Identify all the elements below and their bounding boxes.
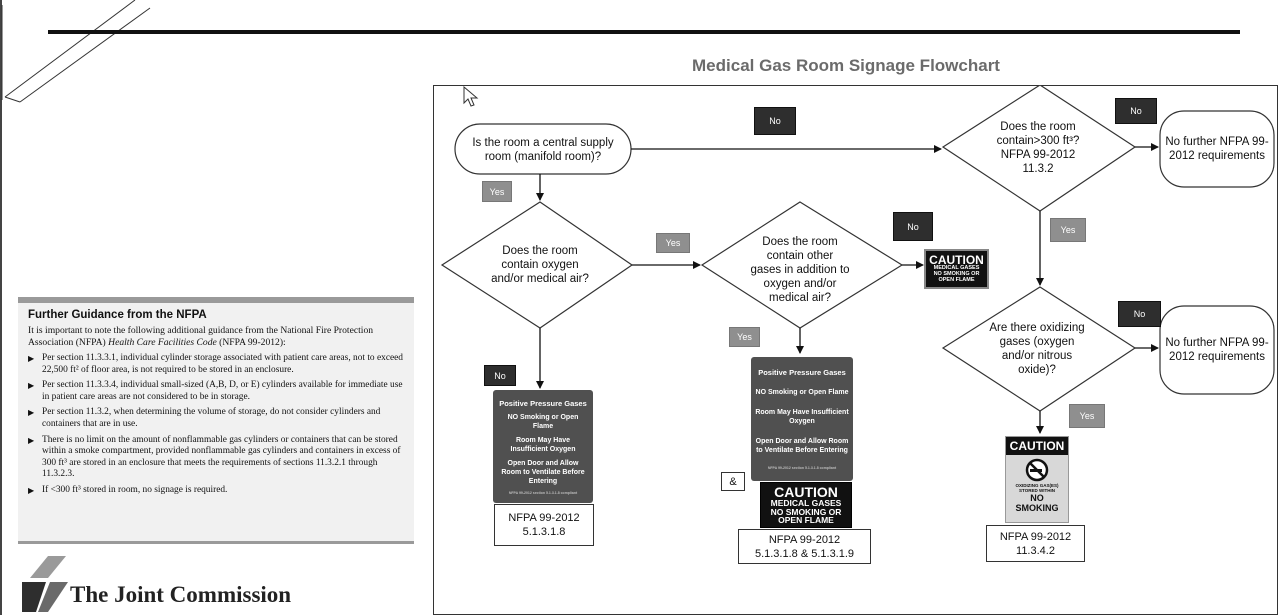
no-tag-oxygen: No xyxy=(484,365,516,386)
no-tag-oxidizing: No xyxy=(1118,301,1161,327)
yes-tag-volume: Yes xyxy=(1050,218,1086,242)
reference-left: NFPA 99-2012 5.1.3.1.8 xyxy=(494,504,594,546)
oxidizing-gas-no-smoking-sign: CAUTION OXIDIZING GAS(ES) STORED WITHIN … xyxy=(1005,436,1069,523)
bullet-arrow-icon: ▶ xyxy=(28,485,35,495)
chart-title: Medical Gas Room Signage Flowchart xyxy=(692,56,1000,75)
oxidizing-question: Are there oxidizing gases (oxygen and/or… xyxy=(989,322,1085,376)
list-item: ▶Per section 11.3.3.4, individual small-… xyxy=(28,380,403,402)
central-supply-question: Is the room a central supply room (manif… xyxy=(472,137,614,163)
yes-tag-oxygen: Yes xyxy=(656,233,690,253)
flowchart-connectors xyxy=(440,85,1275,434)
no-tag-volume: No xyxy=(1115,98,1157,124)
joint-commission-logo: The Joint Commission xyxy=(22,556,342,612)
bullet-arrow-icon: ▶ xyxy=(28,435,35,445)
volume-question: Does the room contain>300 ft³? NFPA 99-2… xyxy=(996,121,1080,175)
top-rule xyxy=(48,30,1240,34)
end-node-top-text: No further NFPA 99-2012 requirements xyxy=(1165,136,1269,162)
positive-pressure-sign-left: Positive Pressure Gases NO Smoking or Op… xyxy=(493,390,593,503)
guidance-heading: Further Guidance from the NFPA xyxy=(28,309,207,321)
list-item: ▶Per section 11.3.3.1, individual cylind… xyxy=(28,353,403,375)
end-node-bottom-text: No further NFPA 99-2012 requirements xyxy=(1165,337,1269,363)
reference-middle: NFPA 99-2012 5.1.3.1.8 & 5.1.3.1.9 xyxy=(738,529,871,564)
other-gases-question: Does the room contain other gases in add… xyxy=(750,236,850,304)
no-tag-central: No xyxy=(754,107,796,135)
no-smoking-icon xyxy=(1025,458,1049,482)
mouse-cursor-icon xyxy=(463,86,479,107)
list-item: ▶There is no limit on the amount of nonf… xyxy=(28,434,401,480)
positive-pressure-sign-middle: Positive Pressure Gases NO Smoking or Op… xyxy=(751,357,853,481)
end-node-bottom xyxy=(1159,305,1275,395)
bullet-arrow-icon: ▶ xyxy=(28,354,35,363)
yes-tag-central: Yes xyxy=(482,181,512,202)
nfpa-guidance-panel: Further Guidance from the NFPA It is imp… xyxy=(18,297,414,544)
guidance-list: ▶Per section 11.3.3.1, individual cylind… xyxy=(28,353,404,497)
list-item: ▶If <300 ft³ stored in room, no signage … xyxy=(28,484,228,495)
bullet-arrow-icon: ▶ xyxy=(28,381,35,391)
ampersand-box: & xyxy=(721,472,745,491)
yes-tag-oxidizing: Yes xyxy=(1069,404,1105,428)
end-node-top xyxy=(1159,110,1275,188)
caution-medical-gases-sign-small: CAUTION MEDICAL GASES NO SMOKING OR OPEN… xyxy=(924,249,989,289)
bullet-arrow-icon: ▶ xyxy=(28,408,35,418)
no-tag-other: No xyxy=(893,212,933,241)
oxygen-question: Does the room contain oxygen and/or medi… xyxy=(491,245,589,285)
caution-medical-gases-sign-large: CAUTION MEDICAL GASES NO SMOKING OR OPEN… xyxy=(760,482,852,528)
logo-mark-icon xyxy=(22,556,68,612)
reference-right: NFPA 99-2012 11.3.4.2 xyxy=(986,525,1085,562)
yes-tag-other: Yes xyxy=(729,327,760,347)
list-item: ▶Per section 11.3.2, when determining th… xyxy=(28,407,381,429)
corner-decoration xyxy=(1,0,151,103)
guidance-intro: It is important to note the following ad… xyxy=(28,325,374,348)
